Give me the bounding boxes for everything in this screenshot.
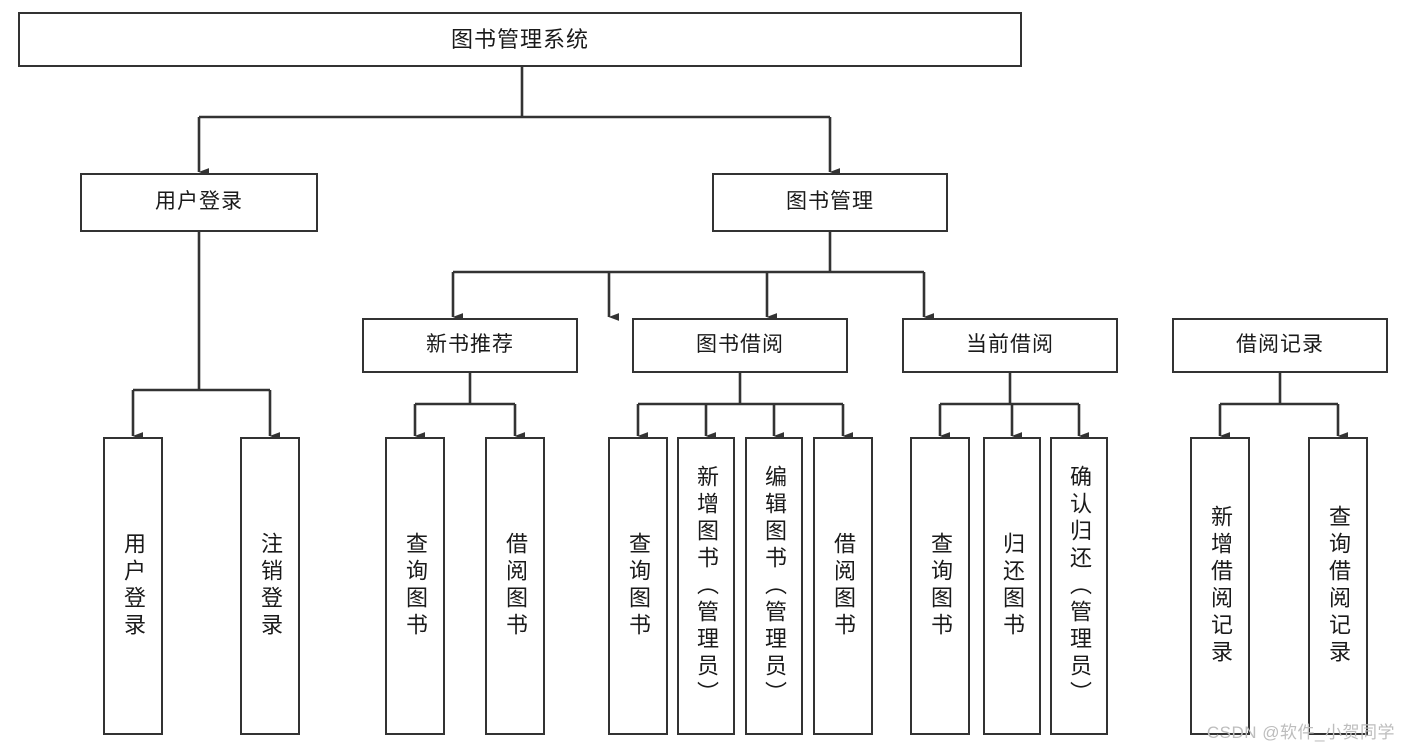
node-label: 借阅记录 bbox=[1236, 333, 1324, 357]
node-l_qrec[interactable]: 查询借阅记录 bbox=[1308, 437, 1368, 735]
node-login[interactable]: 用户登录 bbox=[80, 173, 318, 232]
node-label: 查询图书 bbox=[928, 532, 953, 640]
node-l_conf[interactable]: 确认归还（管理员） bbox=[1050, 437, 1108, 735]
node-label: 新书推荐 bbox=[426, 333, 514, 357]
node-label: 图书管理 bbox=[786, 190, 874, 214]
watermark: CSDN @软件_小贺同学 bbox=[1206, 723, 1395, 742]
node-l_logout[interactable]: 注销登录 bbox=[240, 437, 300, 735]
node-label: 确认归还（管理员） bbox=[1067, 464, 1092, 708]
node-l_add[interactable]: 新增图书（管理员） bbox=[677, 437, 735, 735]
node-l_q2[interactable]: 查询图书 bbox=[608, 437, 668, 735]
node-label: 归还图书 bbox=[1000, 532, 1025, 640]
node-l_ret[interactable]: 归还图书 bbox=[983, 437, 1041, 735]
node-label: 查询图书 bbox=[403, 532, 428, 640]
node-label: 查询借阅记录 bbox=[1326, 505, 1351, 667]
node-l_q3[interactable]: 查询图书 bbox=[910, 437, 970, 735]
node-l_login[interactable]: 用户登录 bbox=[103, 437, 163, 735]
node-l_b1[interactable]: 借阅图书 bbox=[485, 437, 545, 735]
node-bookmgmt[interactable]: 图书管理 bbox=[712, 173, 948, 232]
node-root[interactable]: 图书管理系统 bbox=[18, 12, 1022, 67]
node-label: 用户登录 bbox=[121, 532, 146, 640]
node-label: 图书管理系统 bbox=[450, 26, 589, 52]
node-label: 用户登录 bbox=[155, 190, 243, 214]
node-label: 查询图书 bbox=[626, 532, 651, 640]
node-borrow[interactable]: 图书借阅 bbox=[632, 318, 848, 373]
node-label: 当前借阅 bbox=[966, 333, 1054, 357]
node-l_addrec[interactable]: 新增借阅记录 bbox=[1190, 437, 1250, 735]
node-l_edit[interactable]: 编辑图书（管理员） bbox=[745, 437, 803, 735]
node-l_q1[interactable]: 查询图书 bbox=[385, 437, 445, 735]
node-current[interactable]: 当前借阅 bbox=[902, 318, 1118, 373]
node-records[interactable]: 借阅记录 bbox=[1172, 318, 1388, 373]
node-label: 新增借阅记录 bbox=[1208, 505, 1233, 667]
node-label: 新增图书（管理员） bbox=[694, 464, 719, 708]
node-label: 注销登录 bbox=[258, 532, 283, 640]
node-newrec[interactable]: 新书推荐 bbox=[362, 318, 578, 373]
node-label: 编辑图书（管理员） bbox=[762, 464, 787, 708]
node-l_b2[interactable]: 借阅图书 bbox=[813, 437, 873, 735]
node-label: 借阅图书 bbox=[503, 532, 528, 640]
node-label: 借阅图书 bbox=[831, 532, 856, 640]
node-label: 图书借阅 bbox=[696, 333, 784, 357]
